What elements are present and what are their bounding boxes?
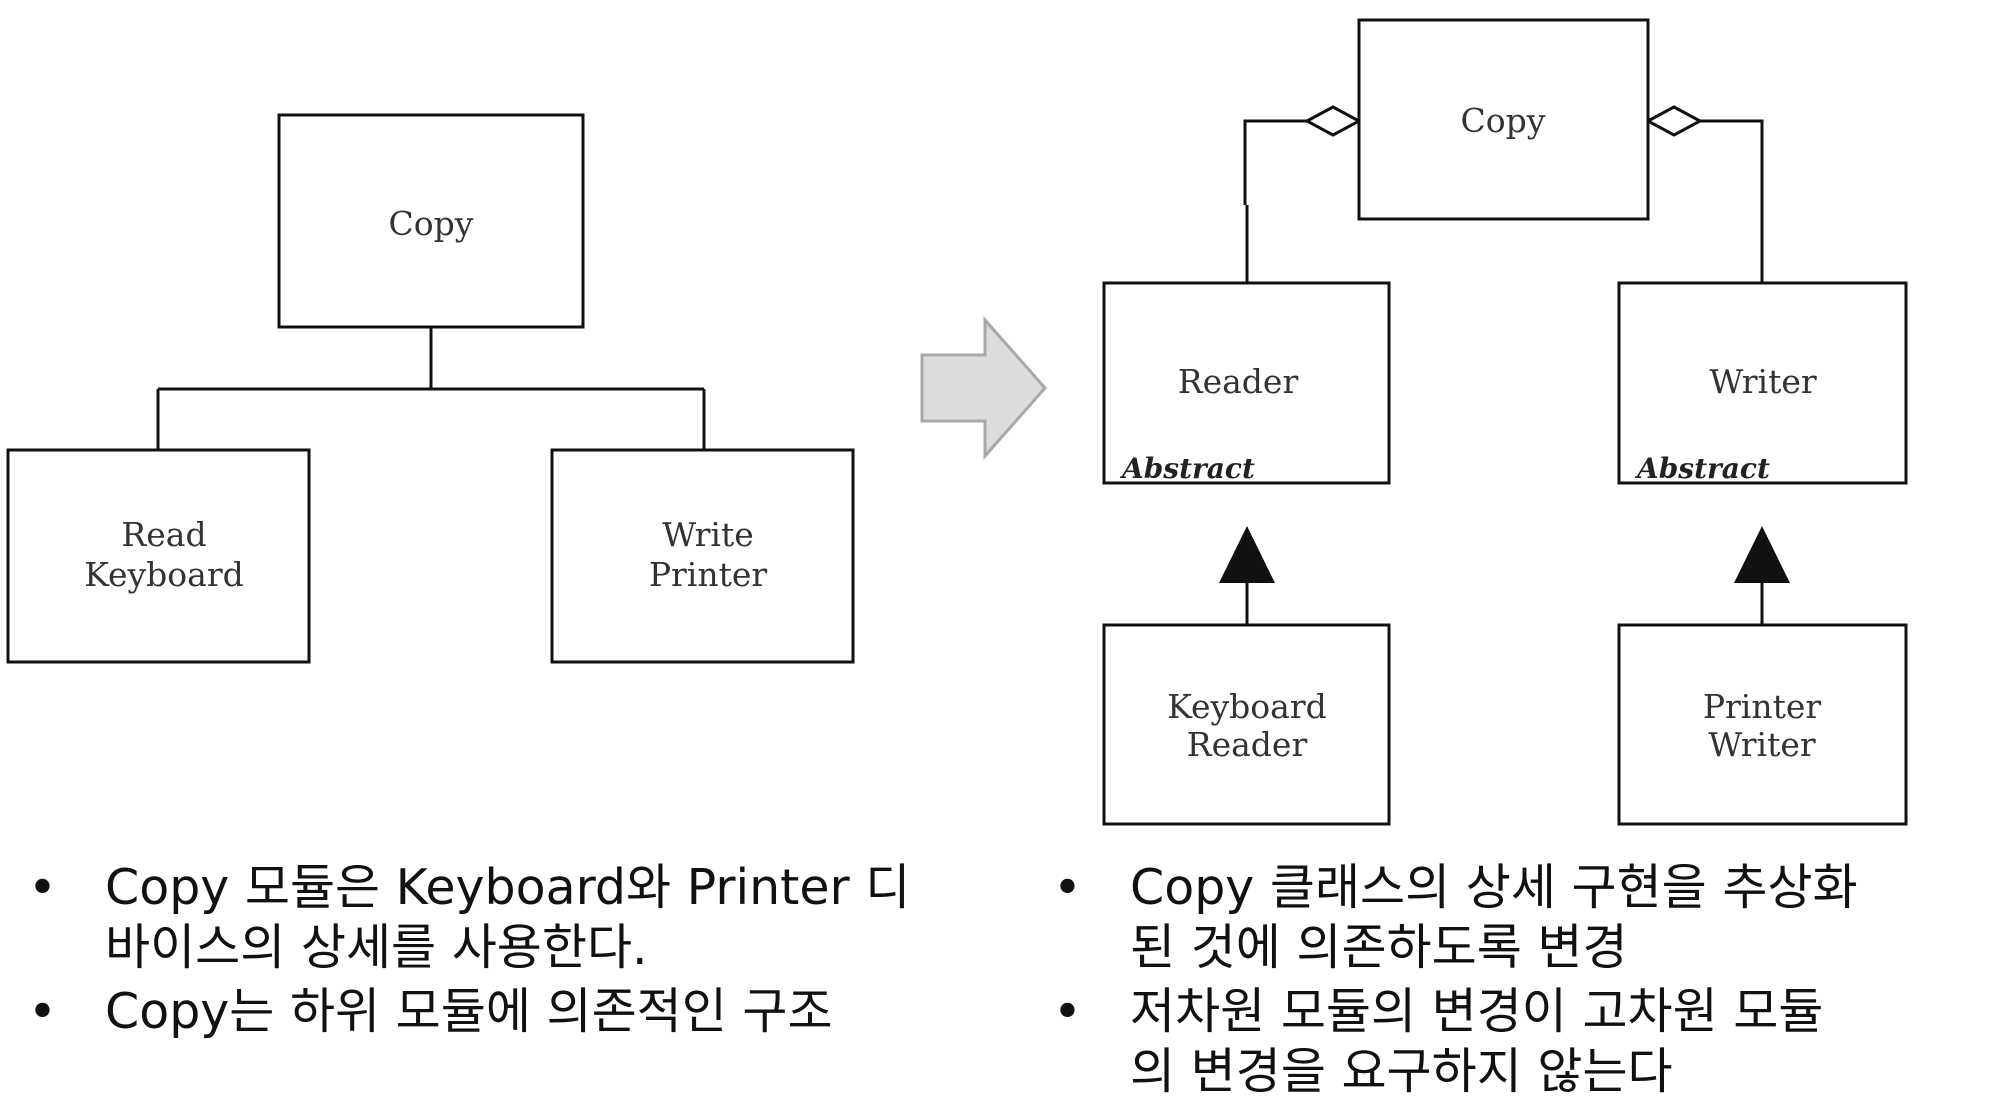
right-copy-box: Copy <box>1357 18 1650 221</box>
printer-writer-label-line2: Writer <box>1708 725 1816 764</box>
write-printer-box: Write Printer <box>550 448 855 664</box>
left-copy-label: Copy <box>389 204 474 243</box>
copy-writer-aggregation-line <box>1700 119 1764 283</box>
right-note-2-line-1: 저차원 모듈의 변경이 고차원 모듈 <box>1130 983 1824 1040</box>
bullet-icon: • <box>28 859 57 916</box>
copy-reader-aggregation-diamond-icon <box>1303 105 1363 137</box>
transition-arrow-icon <box>920 316 1048 460</box>
bullet-icon: • <box>28 983 57 1040</box>
printer-writer-box: Printer Writer <box>1617 623 1908 826</box>
read-keyboard-label-line1: Read <box>121 515 206 554</box>
right-note-2-line-2: 의 변경을 요구하지 않는다 <box>1130 1043 1673 1100</box>
keyboard-reader-box: Keyboard Reader <box>1102 623 1391 826</box>
bullet-icon: • <box>1053 983 1082 1040</box>
right-notes-list: • Copy 클래스의 상세 구현을 추상화 된 것에 의존하도록 변경 • 저… <box>1045 858 1975 1106</box>
writer-abstract-label: Abstract <box>1634 452 1770 485</box>
right-copy-label: Copy <box>1461 101 1546 140</box>
read-keyboard-box: Read Keyboard <box>6 448 311 664</box>
write-printer-label-line2: Printer <box>649 555 768 594</box>
left-diagram: Copy Read Keyboard Write Printer <box>6 113 855 664</box>
left-notes-list: • Copy 모듈은 Keyboard와 Printer 디 바이스의 상세를 … <box>20 858 940 1046</box>
left-note-1-line-1: Copy 모듈은 Keyboard와 Printer 디 <box>105 859 911 916</box>
reader-generalization-triangle-icon <box>1219 526 1275 583</box>
right-note-item: • Copy 클래스의 상세 구현을 추상화 된 것에 의존하도록 변경 <box>1045 858 1975 978</box>
keyboard-reader-label-line1: Keyboard <box>1167 687 1327 726</box>
copy-writer-aggregation-diamond-icon <box>1644 105 1704 137</box>
right-diagram: Copy Reader Abstract Writer Abstract Key… <box>1102 18 1908 826</box>
reader-label: Reader <box>1178 362 1299 401</box>
printer-writer-label-line1: Printer <box>1703 687 1822 726</box>
reader-box: Reader Abstract <box>1102 281 1391 485</box>
left-note-item: • Copy는 하위 모듈에 의존적인 구조 <box>20 982 940 1042</box>
right-note-item: • 저차원 모듈의 변경이 고차원 모듈 의 변경을 요구하지 않는다 <box>1045 982 1975 1102</box>
writer-box: Writer Abstract <box>1617 281 1908 485</box>
left-note-item: • Copy 모듈은 Keyboard와 Printer 디 바이스의 상세를 … <box>20 858 940 978</box>
read-keyboard-label-line2: Keyboard <box>84 555 244 594</box>
right-note-1-line-1: Copy 클래스의 상세 구현을 추상화 <box>1130 859 1858 916</box>
left-note-2-line-1: Copy는 하위 모듈에 의존적인 구조 <box>105 983 833 1040</box>
keyboard-reader-label-line2: Reader <box>1187 725 1308 764</box>
left-copy-box: Copy <box>277 113 585 329</box>
writer-label: Writer <box>1709 362 1817 401</box>
writer-generalization-triangle-icon <box>1734 526 1790 583</box>
copy-reader-aggregation-line <box>1243 119 1307 283</box>
left-note-1-line-2: 바이스의 상세를 사용한다. <box>105 919 648 976</box>
right-note-1-line-2: 된 것에 의존하도록 변경 <box>1130 919 1628 976</box>
reader-abstract-label: Abstract <box>1119 452 1255 485</box>
write-printer-label-line1: Write <box>662 515 754 554</box>
left-tree-connector <box>156 327 706 450</box>
bullet-icon: • <box>1053 859 1082 916</box>
